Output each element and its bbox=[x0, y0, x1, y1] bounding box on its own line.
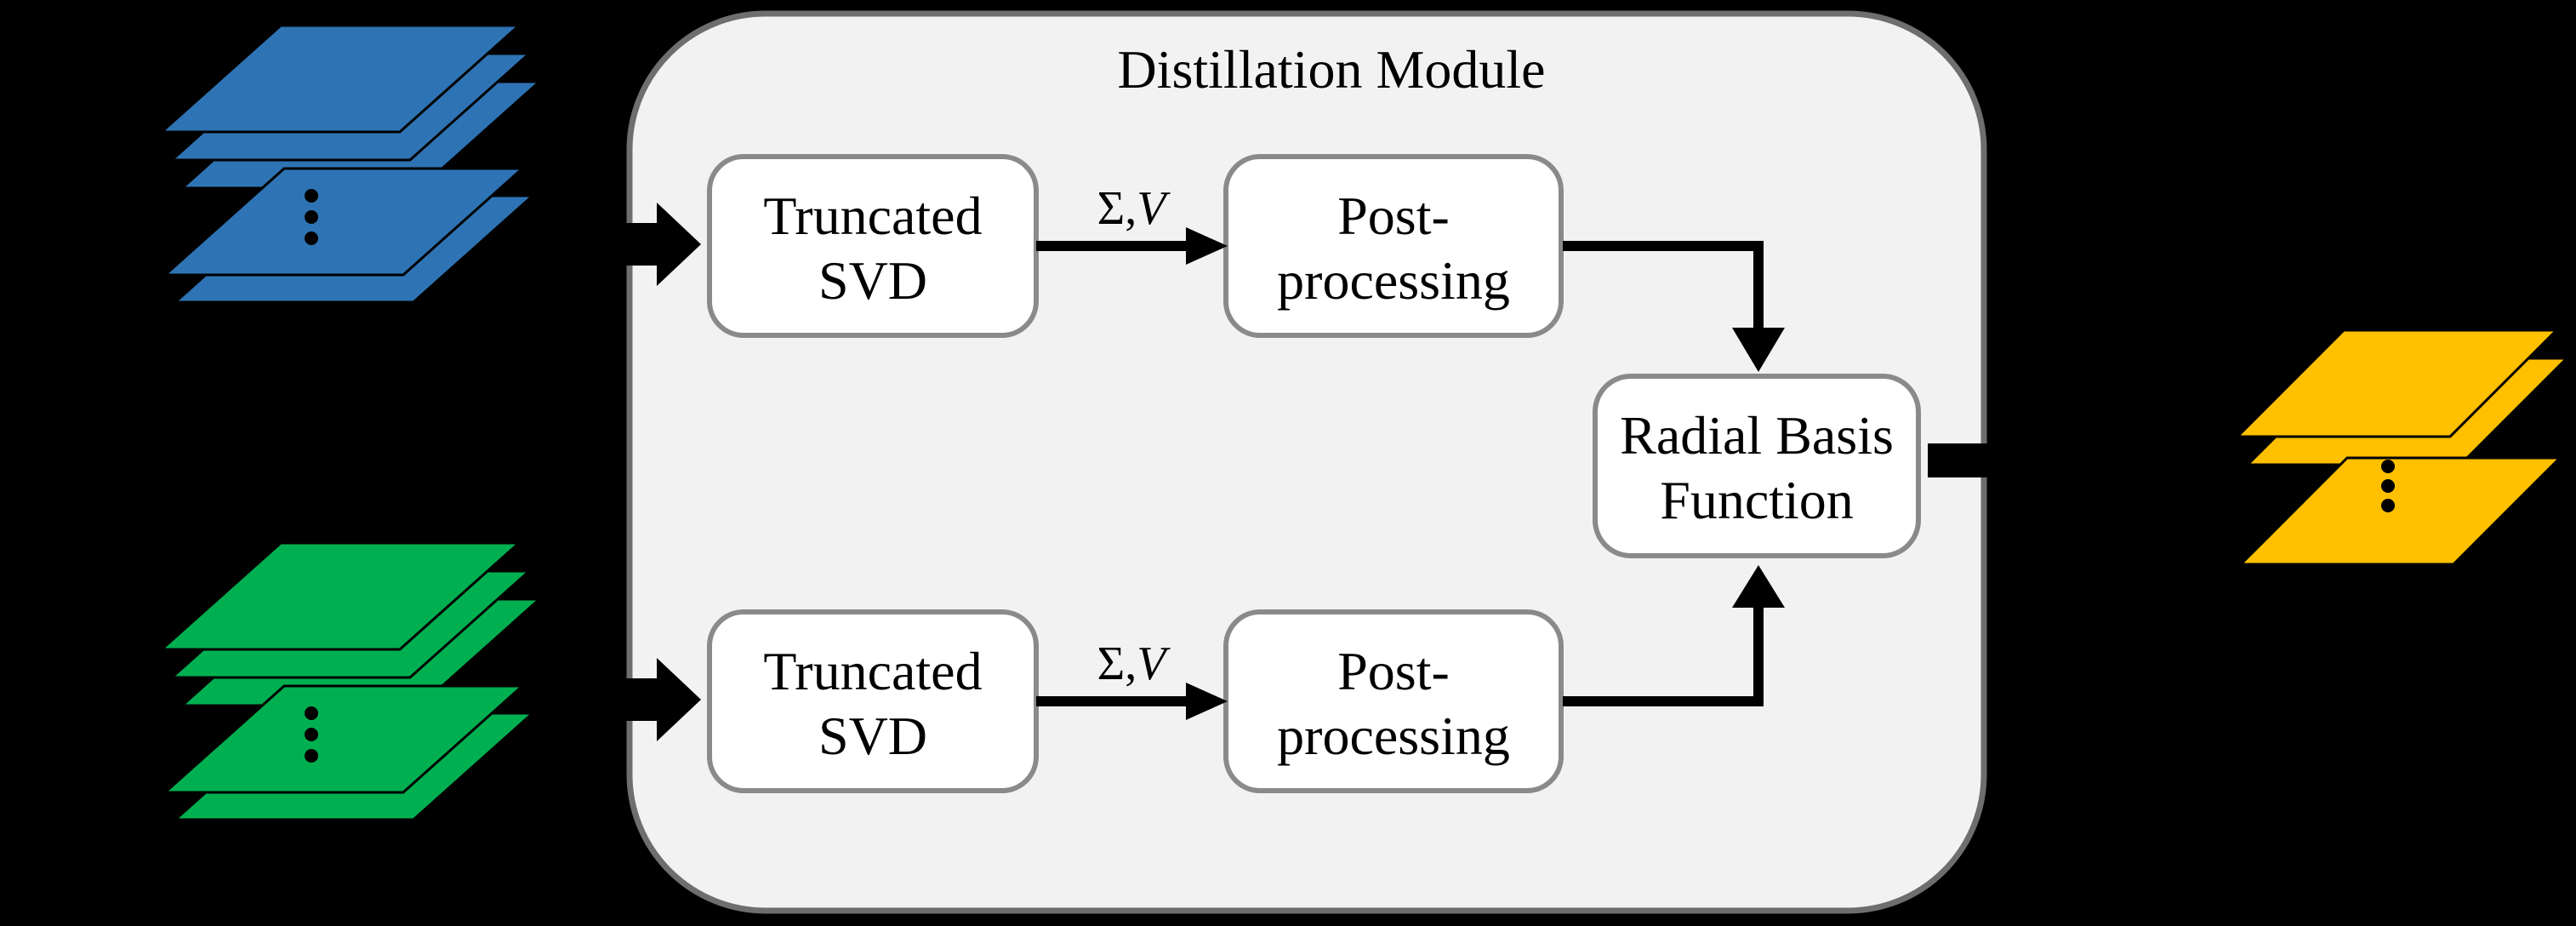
stack-layer-icon bbox=[2234, 329, 2560, 438]
feature-stack-input-bottom bbox=[158, 541, 543, 821]
truncated-svd-top-label-line2: SVD bbox=[818, 250, 927, 311]
post-to-rbf-arrow-top-icon bbox=[1563, 241, 1785, 372]
input-arrow-top-icon bbox=[596, 203, 701, 286]
radial-basis-function-box bbox=[1593, 374, 1921, 558]
post-processing-top-label-line2: processing bbox=[1277, 250, 1510, 311]
sigma-symbol: Σ, bbox=[1097, 182, 1137, 235]
dot-icon bbox=[2381, 460, 2395, 473]
radial-basis-function-label-line2: Function bbox=[1660, 470, 1854, 530]
ellipsis-dots-icon bbox=[305, 189, 318, 245]
output-connector-icon bbox=[1928, 443, 2037, 477]
truncated-svd-bottom-label-line1: Truncated bbox=[763, 641, 982, 701]
input-arrow-bottom-icon bbox=[596, 658, 701, 741]
post-processing-top-label-line1: Post- bbox=[1337, 186, 1450, 246]
module-title: Distillation Module bbox=[1117, 39, 1545, 100]
post-to-rbf-arrow-bottom-icon bbox=[1563, 565, 1785, 706]
dot-icon bbox=[2381, 479, 2395, 493]
dot-icon bbox=[305, 706, 318, 720]
dot-icon bbox=[305, 189, 318, 203]
truncated-svd-top-label-line1: Truncated bbox=[763, 186, 982, 246]
svd-to-post-arrow-top-icon bbox=[1036, 227, 1228, 265]
ellipsis-dots-icon bbox=[305, 706, 318, 763]
stack-layer-icon bbox=[158, 541, 522, 651]
ellipsis-dots-icon bbox=[2381, 460, 2395, 512]
dot-icon bbox=[305, 232, 318, 245]
radial-basis-function-label-line1: Radial Basis bbox=[1620, 405, 1894, 466]
sigma-symbol: Σ, bbox=[1097, 637, 1137, 690]
post-processing-bottom-label-line1: Post- bbox=[1337, 641, 1450, 701]
stack-layer-icon bbox=[2237, 456, 2563, 566]
svd-to-post-arrow-bottom-icon bbox=[1036, 683, 1228, 720]
stack-layer-icon bbox=[162, 167, 526, 277]
feature-stack-output bbox=[2234, 329, 2570, 566]
svd-output-label-top: Σ,V bbox=[1097, 182, 1171, 235]
dot-icon bbox=[305, 728, 318, 741]
dot-icon bbox=[305, 210, 318, 224]
dot-icon bbox=[2381, 499, 2395, 512]
stack-layer-icon bbox=[158, 24, 522, 134]
svd-output-label-bottom: Σ,V bbox=[1097, 637, 1171, 690]
post-processing-bottom-label-line2: processing bbox=[1277, 706, 1510, 766]
stack-layer-icon bbox=[162, 684, 526, 794]
dot-icon bbox=[305, 749, 318, 763]
truncated-svd-bottom-label-line2: SVD bbox=[818, 706, 927, 766]
v-symbol: V bbox=[1137, 182, 1171, 235]
v-symbol: V bbox=[1137, 637, 1171, 690]
feature-stack-input-top bbox=[158, 24, 543, 304]
